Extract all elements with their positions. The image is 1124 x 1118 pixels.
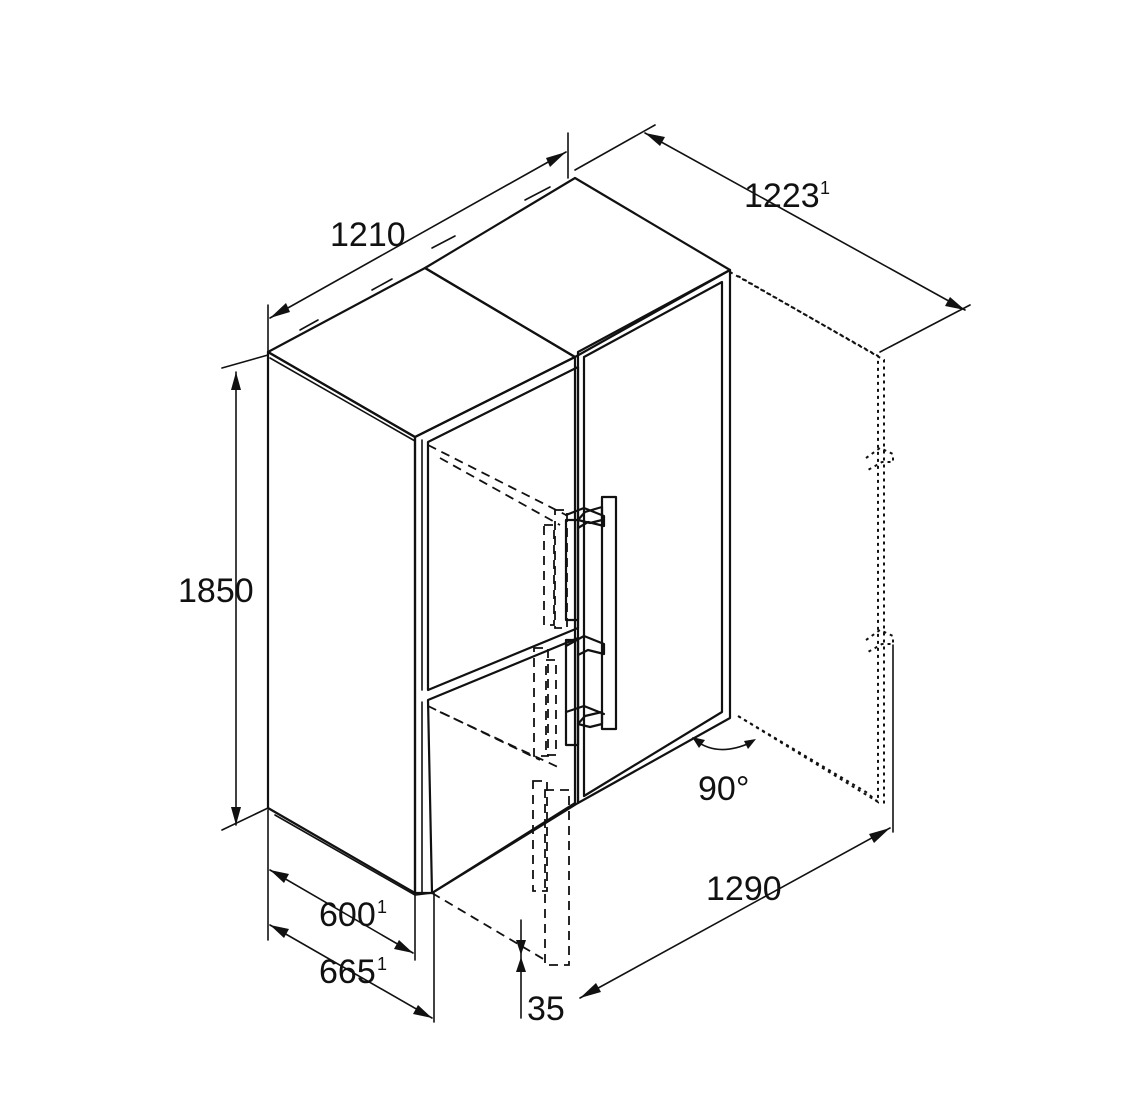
total-depth-footnote: 1 xyxy=(377,954,387,974)
open-depth-dimension-label: 1223 xyxy=(744,177,820,215)
right-door xyxy=(582,280,724,798)
left-cabinet xyxy=(266,266,580,896)
body-depth-footnote: 1 xyxy=(377,897,387,917)
dimension-lines xyxy=(221,124,971,1023)
door-gap-dimension-label: 35 xyxy=(527,990,565,1028)
open-door-outlines xyxy=(427,271,894,966)
height-dimension-label: 1850 xyxy=(178,572,254,610)
left-cabinet-side xyxy=(266,350,417,895)
open-depth-footnote: 1 xyxy=(820,178,830,198)
right-cabinet-front xyxy=(576,268,732,805)
upper-door-handle xyxy=(564,518,580,622)
right-door-handle xyxy=(600,495,618,731)
lower-door-handle xyxy=(564,638,580,747)
total-depth-dimension-label: 665 xyxy=(319,953,376,991)
width-dimension-label: 1210 xyxy=(330,216,406,254)
open-width-dimension-label: 1290 xyxy=(706,870,782,908)
door-swing-arc xyxy=(692,737,756,751)
handles xyxy=(564,495,618,747)
body-depth-dimension-label: 600 xyxy=(319,896,376,934)
door-angle-label: 90° xyxy=(698,770,749,808)
